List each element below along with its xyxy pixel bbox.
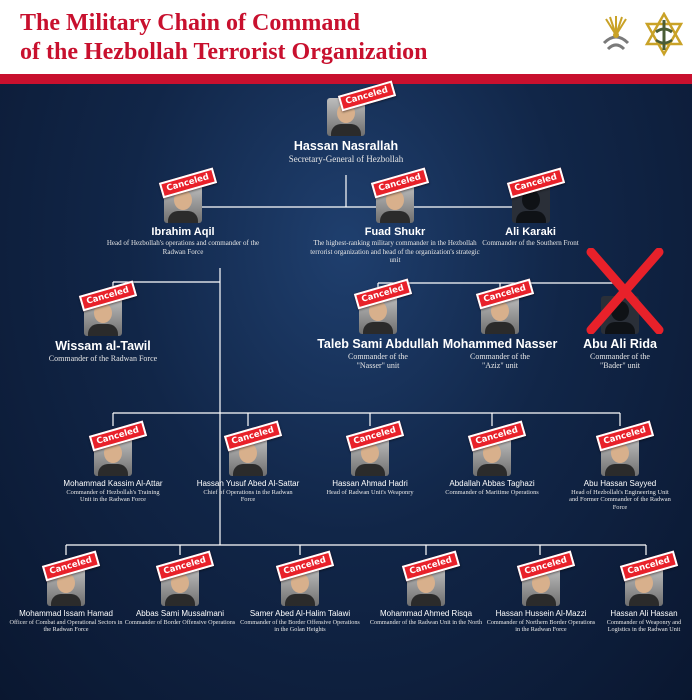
person-card: Canceled Abu Hassan Sayyed Head of Hezbo… [558,420,682,511]
portrait: Canceled [467,420,526,476]
person-role: Commander of the Radwan Force [48,354,158,363]
person-role: Secretary-General of Hezbollah [288,154,404,164]
portrait: Canceled [506,167,565,223]
person-card: Canceled Wissam al-Tawil Commander of th… [43,280,163,363]
person-name: Ibrahim Aqil [151,226,215,238]
portrait: Canceled [370,167,429,223]
person-card: Canceled Abbas Sami Mussalmani Commander… [124,550,236,626]
title-line-2: of the Hezbollah Terrorist Organization [20,39,428,65]
portrait: Canceled [78,280,137,336]
portrait: Canceled [88,420,147,476]
person-card: Canceled Abdallah Abbas Taghazi Commande… [434,420,550,496]
person-card: Canceled Samer Abed Al-Halim Talawi Comm… [240,550,360,634]
person-role: Commander of Hezbollah's Training Unit i… [66,489,160,504]
portrait: Canceled [275,550,334,606]
person-name: Hassan Yusuf Abed Al-Sattar [196,479,300,488]
person-name: Mohammad Issam Hamad [19,609,113,618]
person-name: Mohammad Ahmed Risqa [379,609,473,618]
person-role: Head of Radwan Unit's Weaponry [326,489,414,496]
person-name: Mohammad Kassim Al-Attar [63,479,163,488]
person-role: Commander of the Border Offensive Operat… [240,619,360,634]
portrait: Canceled [345,420,404,476]
person-role: Commander of Border Offensive Operations [124,619,236,626]
person-name: Hassan Hussein Al-Mazzi [495,609,587,618]
person-role: Commander of the "Aziz" unit [470,352,530,370]
person-card: Canceled Ali Karaki Commander of the Sou… [458,167,603,248]
person-role: Commander of Northern Border Operations … [486,619,596,634]
portrait: Canceled [619,550,678,606]
portrait: Canceled [475,278,534,334]
portrait: Canceled [155,550,214,606]
person-card: Canceled Hassan Ahmad Hadri Head of Radw… [312,420,428,496]
person-role: Chief of Operations in the Radwan Force [203,489,293,504]
person-role: Commander of the "Bader" unit [590,352,650,370]
person-name: Abbas Sami Mussalmani [135,609,225,618]
title-line-1: The Military Chain of Command [20,10,361,36]
person-role: Commander of the "Nasser" unit [348,352,408,370]
person-card: Canceled Fuad Shukr The highest-ranking … [305,167,485,265]
person-name: Hassan Ali Hassan [610,609,678,618]
person-name: Hassan Ahmad Hadri [332,479,408,488]
person-name: Hassan Nasrallah [293,139,399,153]
person-role: Commander of Weaponry and Logistics in t… [606,619,682,634]
person-name: Abu Hassan Sayyed [583,479,657,488]
header-divider [0,74,692,84]
person-card: Canceled Hassan Yusuf Abed Al-Sattar Chi… [183,420,313,504]
person-role: The highest-ranking military commander i… [310,239,480,264]
intelligence-emblem-icon [602,16,630,51]
portrait: Canceled [158,167,217,223]
person-role: Head of Hezbollah's operations and comma… [106,239,260,256]
person-card: Canceled Mohammed Nasser Commander of th… [440,278,560,370]
person-card-leader: Canceled Hassan Nasrallah Secretary-Gene… [266,80,426,164]
person-role: Officer of Combat and Operational Sector… [9,619,123,634]
idf-emblem-icon [644,12,684,57]
portrait: Canceled [327,80,396,136]
person-card: Canceled Mohammad Ahmed Risqa Commander … [368,550,484,626]
person-role: Commander of the Southern Front [482,239,579,247]
person-name: Abu Ali Rida [583,337,657,351]
person-role: Head of Hezbollah's Engineering Unit and… [569,489,671,511]
person-name: Samer Abed Al-Halim Talawi [249,609,351,618]
person-name: Taleb Sami Abdullah [317,337,439,351]
person-card: Canceled Hassan Hussein Al-Mazzi Command… [486,550,596,634]
cross-out-icon [586,248,664,334]
person-card: Canceled Hassan Ali Hassan Commander of … [598,550,690,634]
portrait: Canceled [595,420,654,476]
portrait: Canceled [223,420,282,476]
person-card: Canceled Taleb Sami Abdullah Commander o… [308,278,448,370]
person-role: Commander of the Radwan Unit in the Nort… [369,619,483,626]
portrait: Canceled [401,550,460,606]
person-name: Fuad Shukr [364,226,426,238]
person-card: Canceled Ibrahim Aqil Head of Hezbollah'… [103,167,263,256]
person-name: Wissam al-Tawil [55,339,151,353]
header-banner: The Military Chain of Command of the Hez… [0,0,692,74]
logos [596,12,684,58]
person-card: Canceled Mohammad Issam Hamad Officer of… [6,550,126,634]
portrait: Canceled [516,550,575,606]
person-card: Canceled Mohammad Kassim Al-Attar Comman… [48,420,178,504]
person-name: Mohammed Nasser [442,337,558,351]
person-role: Commander of Maritime Operations [445,489,539,496]
portrait: Canceled [353,278,412,334]
portrait: Canceled [41,550,100,606]
person-name: Ali Karaki [505,226,556,238]
person-name: Abdallah Abbas Taghazi [449,479,535,488]
page-title: The Military Chain of Command of the Hez… [20,9,460,67]
